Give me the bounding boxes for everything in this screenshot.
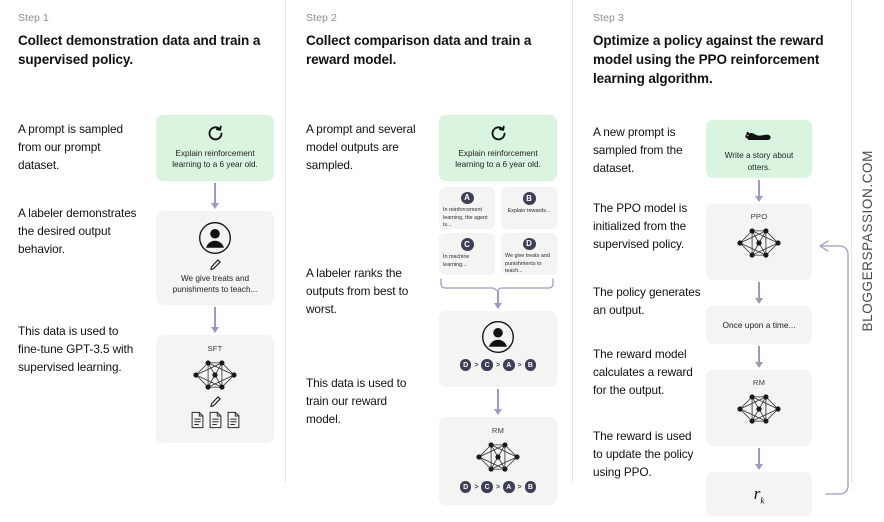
prompt-card-text-2: Explain reinforcement learning to a 6 ye… <box>455 149 541 170</box>
caption-3-1: A new prompt is sampled from the dataset… <box>593 125 683 175</box>
option-card-d[interactable]: D We give treats and punishments to teac… <box>501 233 557 276</box>
rm-label-step-2: RM <box>491 426 505 436</box>
option-badge-d: D <box>522 238 536 251</box>
merge-brace-icon <box>439 277 557 292</box>
step-title-3: Optimize a policy against the reward mod… <box>593 33 824 87</box>
column-step-2: Step 2 Collect comparison data and train… <box>285 0 572 506</box>
option-text-d: We give treats and punishments to teach.… <box>505 253 550 275</box>
rank-badge-1: D <box>459 359 472 371</box>
sft-model-card[interactable]: SFT <box>156 335 274 444</box>
arrow-3-2 <box>754 282 764 305</box>
otter-icon <box>706 128 812 144</box>
labeler-card-text-1: We give treats and punishments to teach.… <box>172 274 258 295</box>
neural-network-icon <box>706 390 812 428</box>
columns-container: Step 1 Collect demonstration data and tr… <box>0 0 854 517</box>
policy-output-text: Once upon a time... <box>722 319 796 330</box>
labeler-card-step-1[interactable]: We give treats and punishments to teach.… <box>156 211 274 306</box>
refresh-icon <box>156 124 274 141</box>
option-text-b: Explain rewards... <box>507 208 551 215</box>
rm-label-step-3: RM <box>752 378 766 388</box>
ppo-model-card[interactable]: PPO <box>706 204 812 281</box>
caption-3-3: The policy generates an output. <box>593 285 701 318</box>
option-badge-a: A <box>460 192 474 205</box>
option-text-c: In machine learning... <box>443 254 470 268</box>
arrow-3-4 <box>754 448 764 471</box>
option-text-a: In reinforcement learning, the agent is.… <box>443 207 488 229</box>
rank-gt: > <box>495 483 501 491</box>
arrow-2-1 <box>493 291 503 310</box>
reward-card[interactable]: rk <box>706 472 812 517</box>
option-card-a[interactable]: A In reinforcement learning, the agent i… <box>439 187 495 230</box>
prompt-card-text-3: Write a story about otters. <box>724 151 794 172</box>
pencil-icon <box>156 258 274 271</box>
sft-label: SFT <box>207 344 223 354</box>
documents-icon <box>156 411 274 429</box>
prompt-card-step-2[interactable]: Explain reinforcement learning to a 6 ye… <box>439 115 557 182</box>
rank-badge-3: A <box>503 359 515 371</box>
neural-network-icon <box>439 438 557 476</box>
arrow-2-2 <box>493 389 503 416</box>
rm-model-card-step-3[interactable]: RM <box>706 370 812 447</box>
flow-step-3: A new prompt is sampled from the dataset… <box>593 102 849 522</box>
option-badge-b: B <box>522 192 536 206</box>
rank-gt: > <box>517 483 522 491</box>
rank-gt: > <box>517 361 522 369</box>
refresh-icon <box>439 124 557 141</box>
watermark: BLOGGERSPASSION.COM <box>852 0 882 482</box>
caption-1-3: This data is used to fine-tune GPT-3.5 w… <box>18 324 134 374</box>
caption-3-5: The reward is used to update the policy … <box>593 429 694 479</box>
neural-network-icon <box>156 356 274 394</box>
caption-2-3: This data is used to train our reward mo… <box>306 376 407 426</box>
caption-2-1: A prompt and several model outputs are s… <box>306 122 416 172</box>
rank-badge-2: C <box>481 359 493 371</box>
ranking-row-labeler: D > C > A > B <box>439 359 557 371</box>
column-step-1: Step 1 Collect demonstration data and tr… <box>0 0 285 482</box>
labeler-rank-card[interactable]: D > C > A > B <box>439 311 557 388</box>
rank-gt: > <box>474 361 479 369</box>
option-badge-c: C <box>460 238 474 252</box>
reward-value: rk <box>753 483 765 506</box>
person-icon <box>156 221 274 255</box>
rank-badge-4: B <box>524 359 537 371</box>
ranking-row-rm: D > C > A > B <box>439 481 557 493</box>
prompt-card-step-3[interactable]: Write a story about otters. <box>706 120 812 179</box>
ppo-label: PPO <box>750 212 768 222</box>
prompt-card-text-1: Explain reinforcement learning to a 6 ye… <box>172 149 258 170</box>
caption-1-1: A prompt is sampled from our prompt data… <box>18 122 123 172</box>
flow-step-1: A prompt is sampled from our prompt data… <box>18 83 274 503</box>
step-label-2: Step 2 <box>306 12 337 24</box>
caption-2-2: A labeler ranks the outputs from best to… <box>306 266 409 316</box>
prompt-card-step-1[interactable]: Explain reinforcement learning to a 6 ye… <box>156 115 274 182</box>
step-label-1: Step 1 <box>18 12 49 24</box>
rank-badge-4: B <box>524 481 537 493</box>
policy-output-card[interactable]: Once upon a time... <box>706 306 812 345</box>
rank-badge-1: D <box>459 481 472 493</box>
caption-3-4: The reward model calculates a reward for… <box>593 347 693 397</box>
column-step-3: Step 3 Optimize a policy against the rew… <box>572 0 854 517</box>
arrow-3-3 <box>754 346 764 369</box>
caption-1-2: A labeler demonstrates the desired outpu… <box>18 206 137 256</box>
option-card-b[interactable]: B Explain rewards... <box>501 187 557 230</box>
flow-step-2: A prompt and several model outputs are s… <box>306 83 558 506</box>
arrow-1-1 <box>210 183 220 210</box>
rank-badge-3: A <box>503 481 515 493</box>
person-icon <box>439 320 557 354</box>
option-card-c[interactable]: C In machine learning... <box>439 233 495 276</box>
step-title-1: Collect demonstration data and train a s… <box>18 33 261 68</box>
rank-badge-2: C <box>481 481 493 493</box>
pencil-icon <box>156 395 274 408</box>
rank-gt: > <box>474 483 479 491</box>
feedback-loop-arrow <box>812 238 852 496</box>
rm-model-card-step-2[interactable]: RM <box>439 417 557 506</box>
step-label-3: Step 3 <box>593 12 624 24</box>
arrow-1-2 <box>210 307 220 334</box>
step-title-2: Collect comparison data and train a rewa… <box>306 33 532 68</box>
rank-gt: > <box>495 361 501 369</box>
caption-3-2: The PPO model is initialized from the su… <box>593 201 688 251</box>
watermark-text: BLOGGERSPASSION.COM <box>859 150 875 332</box>
watermark-divider <box>851 0 852 482</box>
arrow-3-1 <box>754 180 764 203</box>
neural-network-icon <box>706 224 812 262</box>
